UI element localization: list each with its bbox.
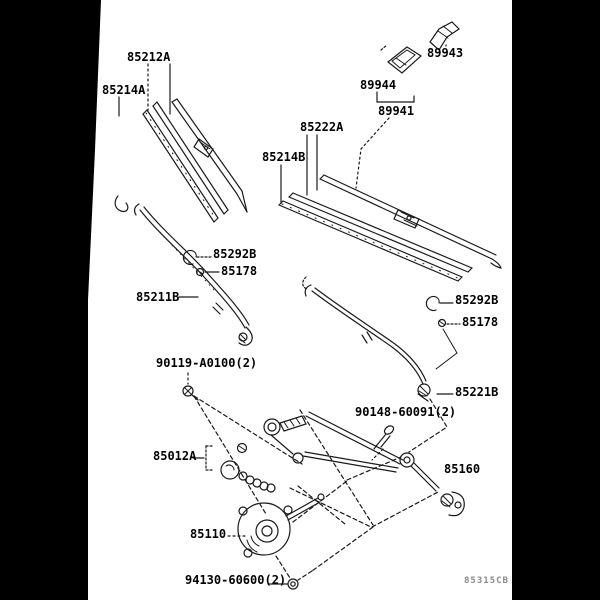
- part-label-90148-60091: 90148-60091(2): [355, 405, 457, 419]
- figure-code: 85315CB: [464, 576, 509, 586]
- part-label-85221B: 85221B: [455, 385, 499, 399]
- pivot-mount-drawing: [182, 372, 276, 493]
- part-label-90119-A0100: 90119-A0100(2): [156, 356, 258, 370]
- part-label-89941: 89941: [378, 104, 415, 118]
- part-label-85211B: 85211B: [136, 290, 180, 304]
- right-scan-margin: [512, 0, 600, 600]
- part-label-85214B: 85214B: [262, 150, 306, 164]
- part-label-85292B-right: 85292B: [455, 293, 499, 307]
- part-label-85178-left: 85178: [221, 264, 258, 278]
- washer-nozzle-parts-drawing: [355, 21, 460, 189]
- part-label-89943: 89943: [427, 46, 464, 60]
- wiper-linkage-drawing: [263, 411, 465, 517]
- part-label-85214A: 85214A: [102, 83, 146, 97]
- left-wiper-arm-drawing: [133, 203, 253, 346]
- dashed-assembly-lines: [193, 395, 439, 581]
- main-wiper-blade-drawing: [278, 134, 502, 290]
- part-label-85110: 85110: [190, 527, 227, 541]
- part-label-85292B-left: 85292B: [213, 247, 257, 261]
- part-label-85212A: 85212A: [127, 50, 171, 64]
- left-scan-margin: [0, 0, 101, 600]
- part-label-85012A: 85012A: [153, 449, 197, 463]
- left-wiper-blade-drawing: [114, 63, 248, 223]
- part-label-89944: 89944: [360, 78, 397, 92]
- part-label-94130-60600: 94130-60600(2): [185, 573, 287, 587]
- part-label-85160: 85160: [444, 462, 481, 476]
- part-label-85178-right: 85178: [462, 315, 499, 329]
- part-label-85222A: 85222A: [300, 120, 344, 134]
- wiper-motor-drawing: [227, 493, 325, 590]
- right-wiper-arm-drawing: [304, 284, 461, 453]
